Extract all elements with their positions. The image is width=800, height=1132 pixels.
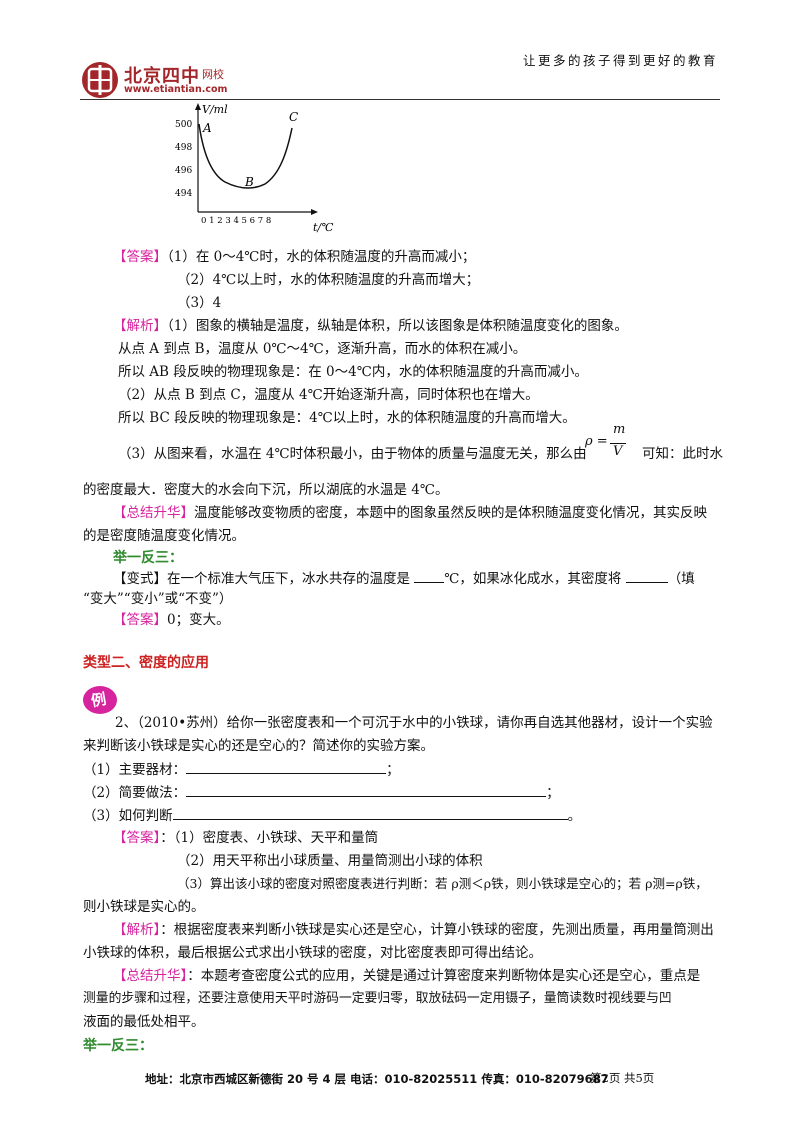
summary-line: 测量的步骤和过程，还要注意使用天平时游码一定要归零，取放砝码一定用镊子，量筒读数… <box>83 991 672 1006</box>
site-logo: 北京四中 网校 www.etiantian.com <box>80 60 280 100</box>
answer-tag: 【答案】 <box>113 612 167 628</box>
y-tick-label: 498 <box>175 143 192 153</box>
summary-tag: 【总结升华】 <box>113 968 188 984</box>
analysis-line: 所以 BC 段反映的物理现象是：4℃以上时，水的体积随温度的升高而增大。 <box>118 410 576 426</box>
answer-line: 【答案】：（1）密度表、小铁球、天平和量筒 <box>113 828 378 848</box>
point-c-label: C <box>289 110 298 124</box>
formula-denominator: V <box>613 444 623 459</box>
answer-text: 0；变大。 <box>167 612 230 628</box>
question-item: （2）简要做法： ； <box>83 782 560 803</box>
analysis-text: （1）图象的横轴是温度，纵轴是体积，所以该图象是体积随温度变化的图象。 <box>167 318 628 334</box>
point-b-label: B <box>244 175 254 189</box>
blank-field[interactable] <box>186 782 547 797</box>
y-axis-label: V/ml <box>202 103 228 116</box>
analysis-line: 可知：此时水 <box>642 446 723 462</box>
analysis-text: ：根据密度表来判断小铁球是实心还是空心，计算小铁球的密度，先测出质量，再用量筒测… <box>160 922 714 938</box>
blank-field[interactable] <box>186 759 387 774</box>
analysis-line: 所以 AB 段反映的物理现象是：在 0～4℃内，水的体积随温度的升高而减小。 <box>118 364 588 380</box>
blank-field[interactable] <box>172 805 568 820</box>
answer-line: 则小铁球是实心的。 <box>83 899 205 915</box>
summary-line: 的是密度随温度变化情况。 <box>83 528 245 544</box>
answer-text: （1）在 0～4℃时，水的体积随温度的升高而减小； <box>167 249 476 265</box>
example-badge-label: 例 <box>89 689 108 711</box>
logo-emblem-icon <box>82 62 118 98</box>
y-tick-label: 496 <box>175 166 192 176</box>
item-end: ； <box>386 762 400 778</box>
summary-line: 【总结升华】温度能够改变物质的密度，本题中的图象虽然反映的是体积随温度变化情况，… <box>113 503 707 523</box>
variant-text: ℃，如果冰化成水，其密度将 <box>444 571 622 587</box>
answer-line: （2）用天平称出小球质量、用量筒测出小球的体积 <box>177 853 483 869</box>
y-axis-arrow <box>195 103 201 110</box>
x-axis-label: t/℃ <box>313 221 334 234</box>
analysis-tag: 【解析】 <box>113 318 167 334</box>
summary-text: ：本题考查密度公式的应用，关键是通过计算密度来判断物体是实心还是空心，重点是 <box>187 968 701 984</box>
density-formula: ρ = m V <box>585 422 635 464</box>
question-item: （1）主要器材： ； <box>83 759 400 780</box>
point-a-label: A <box>202 121 212 135</box>
answer-line: 【答案】（1）在 0～4℃时，水的体积随温度的升高而减小； <box>113 247 475 267</box>
summary-line: 液面的最低处相平。 <box>83 1014 205 1030</box>
question-line: 来判断该小铁球是实心的还是空心的？简述你的实验方案。 <box>83 738 434 754</box>
analysis-line: 的密度最大．密度大的水会向下沉，所以湖底的水温是 4℃。 <box>83 482 449 498</box>
answer-line: （3）4 <box>177 295 222 311</box>
logo-title: 北京四中 <box>124 66 200 87</box>
analysis-line: （3）从图来看，水温在 4℃时体积最小，由于物体的质量与温度无关，那么由 <box>118 446 587 462</box>
analysis-line: 【解析】：根据密度表来判断小铁球是实心还是空心，计算小铁球的密度，先测出质量，再… <box>113 920 714 940</box>
answer-text: ：（1）密度表、小铁球、天平和量筒 <box>160 830 379 846</box>
item-end: 。 <box>567 808 582 824</box>
question-line: 2、（2010•苏州）给你一张密度表和一个可沉于水中的小铁球，请你再自选其他器材… <box>115 715 713 731</box>
example-badge: 例 <box>83 686 117 714</box>
variant-question: 【变式】在一个标准大气压下，冰水共存的温度是 ℃，如果冰化成水，其密度将 （填 <box>113 568 695 589</box>
fraction-bar <box>610 443 626 444</box>
item-label: （3）如何判断 <box>83 808 173 824</box>
item-label: （2）简要做法： <box>83 785 187 801</box>
summary-tag: 【总结升华】 <box>113 505 194 521</box>
summary-text: 温度能够改变物质的密度，本题中的图象虽然反映的是体积随温度变化情况，其实反映 <box>194 505 707 521</box>
variant-answer: 【答案】0；变大。 <box>113 610 230 630</box>
blank-field[interactable] <box>625 568 668 583</box>
volume-temperature-graph: V/ml t/℃ 500 498 496 494 0 1 2 3 4 5 6 7… <box>175 103 334 234</box>
analysis-line: （2）从点 B 到点 C，温度从 4℃开始逐渐升高，同时体积也在增大。 <box>118 387 539 403</box>
item-end: ； <box>546 785 560 801</box>
x-tick-labels: 0 1 2 3 4 5 6 7 8 <box>201 216 271 226</box>
analysis-line: 小铁球的体积，最后根据公式求出小铁球的密度，对比密度表即可得出结论。 <box>83 945 542 961</box>
analysis-tag: 【解析】 <box>113 922 161 938</box>
question-item: （3）如何判断 。 <box>83 805 581 826</box>
answer-line: （3）算出该小球的密度对照密度表进行判断：若 ρ测＜ρ铁，则小铁球是空心的；若 … <box>177 876 708 891</box>
blank-field[interactable] <box>414 568 445 583</box>
logo-suffix: 网校 <box>202 68 224 81</box>
header-slogan: 让更多的孩子得到更好的教育 <box>522 53 718 68</box>
answer-tag: 【答案】 <box>113 830 161 846</box>
x-axis-arrow <box>311 209 318 215</box>
formula-numerator: m <box>613 422 626 437</box>
formula-lhs: ρ = <box>585 434 608 449</box>
page-number: 第2页 共5页 <box>590 1071 655 1085</box>
variant-question: “变大”“变小”或“不变”） <box>83 591 233 607</box>
y-tick-label: 500 <box>175 120 192 130</box>
volume-curve <box>198 123 293 189</box>
analysis-line: 【解析】（1）图象的横轴是温度，纵轴是体积，所以该图象是体积随温度变化的图象。 <box>113 316 628 336</box>
y-tick-label: 494 <box>175 189 192 199</box>
footer-address: 地址：北京市西城区新德街 20 号 4 层 电话：010-82025511 传真… <box>145 1072 609 1086</box>
variant-text: （填 <box>667 571 695 587</box>
practice-title: 举一反三： <box>83 1038 153 1054</box>
answer-line: （2）4℃以上时，水的体积随温度的升高而增大； <box>177 272 480 288</box>
item-label: （1）主要器材： <box>83 762 187 778</box>
section-title: 类型二、密度的应用 <box>83 655 209 671</box>
header-divider <box>80 99 720 100</box>
variant-text: 【变式】在一个标准大气压下，冰水共存的温度是 <box>113 571 410 587</box>
summary-line: 【总结升华】：本题考查密度公式的应用，关键是通过计算密度来判断物体是实心还是空心… <box>113 966 700 986</box>
logo-url: www.etiantian.com <box>124 84 228 95</box>
analysis-line: 从点 A 到点 B，温度从 0℃～4℃，逐渐升高，而水的体积在减小。 <box>118 341 527 357</box>
answer-tag: 【答案】 <box>113 249 167 265</box>
practice-title: 举一反三： <box>113 550 183 566</box>
